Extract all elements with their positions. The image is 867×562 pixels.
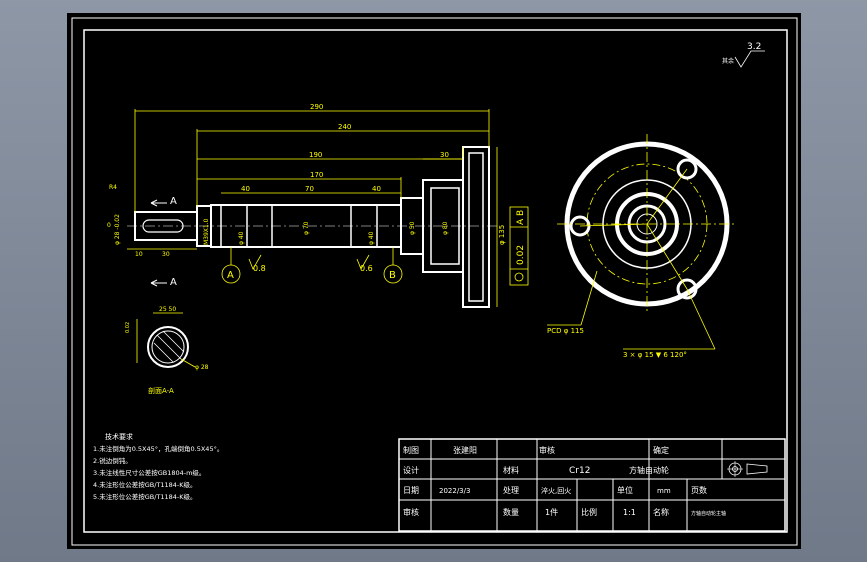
- section-a-a: 25 50 0.02 φ 28 剖面A-A: [125, 306, 209, 395]
- tb-pages-label: 页数: [691, 485, 707, 495]
- tb-unit: mm: [657, 487, 671, 495]
- tech-item-5: 5.未注形位公差按GB/T1184-K级。: [93, 492, 197, 501]
- dim-dia80: φ 80: [442, 221, 449, 235]
- dim-240: 240: [338, 123, 351, 131]
- dim-40b: 40: [372, 185, 381, 193]
- title-block: 制图 张建阳 审核 确定 设计 材料 Cr12 方轴自动轮 日期 2022/3/…: [398, 438, 786, 532]
- tb-scale-label: 比例: [581, 507, 597, 517]
- tb-name-label: 名称: [653, 507, 669, 517]
- drawing-svg: 其余 3.2: [71, 17, 798, 546]
- section-label: 剖面A-A: [148, 386, 174, 395]
- tech-requirements: 技术要求 1.未注倒角为0.5X45°，孔端倒角0.5X45°。 2.锐边倒钝。…: [93, 432, 223, 501]
- tb-scale: 1:1: [623, 508, 636, 517]
- tb-date: 2022/3/3: [439, 487, 470, 495]
- tech-item-4: 4.未注形位公差按GB/T1184-K级。: [93, 480, 197, 489]
- tb-drawing-no: 方轴自动轮主轴: [691, 510, 726, 517]
- dim-30b: 30: [162, 251, 170, 258]
- tb-unit-label: 单位: [617, 485, 633, 495]
- tech-title: 技术要求: [105, 432, 133, 441]
- tb-approve-label: 确定: [653, 445, 669, 455]
- dim-dia28: φ 28 -0.02: [114, 214, 121, 245]
- roughness-symbol: 其余 3.2: [722, 42, 765, 68]
- flange-end-view: PCD φ 115 3 × φ 15 ▼ 6 120°: [547, 134, 737, 359]
- tb-drawn-label: 制图: [403, 445, 419, 455]
- outer-border: [71, 17, 798, 546]
- dim-dia135: φ 135: [498, 225, 506, 245]
- dim-dia40b: φ 40: [368, 231, 375, 245]
- tb-treatment: 淬火,回火: [541, 486, 571, 495]
- dim-290: 290: [310, 103, 323, 111]
- dim-m39: M39X1.0: [203, 218, 210, 245]
- tolerance-frame[interactable]: 0.02 A B: [509, 206, 529, 286]
- tb-part-name: 方轴自动轮: [629, 465, 669, 475]
- tolerance-refs: A B: [516, 210, 526, 225]
- datum-a: A: [227, 270, 234, 281]
- sec-width: 25 50: [159, 306, 176, 313]
- roughness-value: 3.2: [747, 42, 761, 52]
- tb-material-label: 材料: [503, 465, 519, 475]
- tech-item-2: 2.锐边倒钝。: [93, 456, 132, 465]
- dim-dia50: φ 50: [409, 221, 416, 235]
- tb-design-label: 设计: [403, 465, 419, 475]
- drawing-canvas[interactable]: 其余 3.2: [67, 13, 801, 549]
- dim-r4: R4: [109, 184, 117, 191]
- section-a-top: A: [170, 196, 177, 207]
- rough-a: 0.8: [253, 264, 266, 273]
- dim-170: 170: [310, 171, 323, 179]
- dimensions-left: R4 0 10 30 φ 28 -0.02 M39X1.0 φ 40 φ 70 …: [107, 147, 506, 307]
- tb-check-label: 审核: [539, 445, 555, 455]
- tech-item-3: 3.未注线性尺寸公差按GB1804-m级。: [93, 468, 205, 477]
- projection-symbol-icon: [727, 461, 768, 477]
- section-a-bottom: A: [170, 277, 177, 288]
- dim-30: 30: [440, 151, 449, 159]
- tb-treatment-label: 处理: [503, 485, 519, 495]
- tb-qty: 1件: [545, 507, 558, 517]
- dim-70: 70: [305, 185, 314, 193]
- sec-dia: φ 28: [195, 364, 209, 371]
- dim-190: 190: [309, 151, 322, 159]
- dimensions-top: 290 240 190 30 170 40 70 40: [134, 103, 490, 212]
- tech-item-1: 1.未注倒角为0.5X45°，孔端倒角0.5X45°。: [93, 444, 223, 453]
- dim-dia40a: φ 40: [238, 231, 245, 245]
- dim-40a: 40: [241, 185, 250, 193]
- pcd-label: PCD φ 115: [547, 327, 584, 335]
- datums: A B 0.8 0.6: [221, 247, 403, 284]
- inner-border: [83, 29, 788, 533]
- rough-b: 0.6: [360, 264, 373, 273]
- tolerance-value: 0.02: [516, 245, 526, 265]
- section-marks: A A: [150, 196, 177, 288]
- tb-qty-label: 数量: [503, 507, 519, 517]
- dim-0: 0: [107, 222, 111, 229]
- shaft-main-view: [127, 146, 499, 308]
- holes-label: 3 × φ 15 ▼ 6 120°: [623, 351, 687, 359]
- tb-material: Cr12: [569, 466, 590, 476]
- datum-b: B: [389, 270, 396, 281]
- dim-10: 10: [135, 251, 143, 258]
- dim-dia70: φ 70: [303, 221, 310, 235]
- tb-review-label: 审核: [403, 507, 419, 517]
- tb-drawn-name: 张建阳: [453, 445, 477, 455]
- sec-tol: 0.02: [125, 322, 131, 333]
- tb-date-label: 日期: [403, 486, 419, 495]
- roughness-label: 其余: [722, 57, 734, 65]
